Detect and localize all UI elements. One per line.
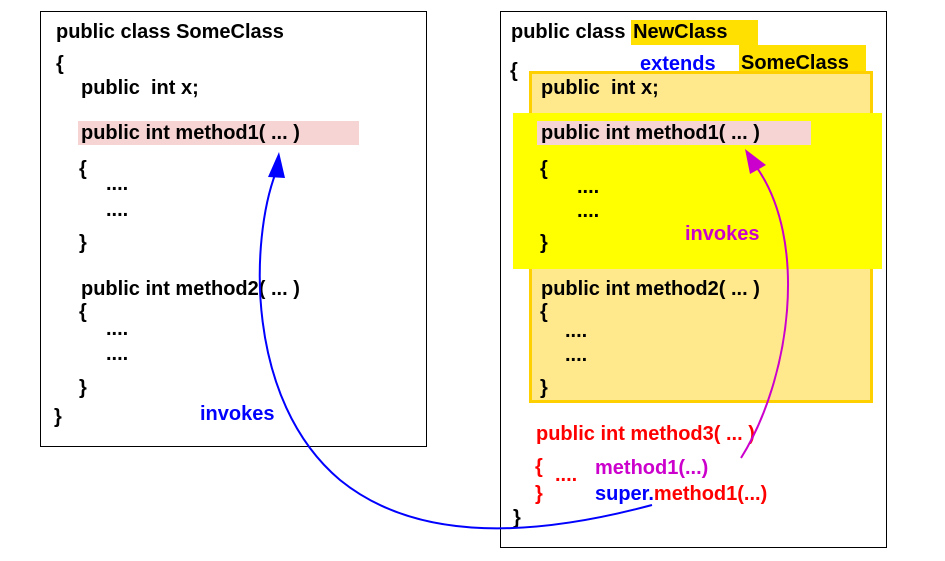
left-method1-signature: public int method1( ... ) xyxy=(78,121,359,145)
left-method1-body1: .... xyxy=(106,173,129,195)
super-keyword: super. xyxy=(595,483,654,505)
right-method2-signature: public int method2( ... ) xyxy=(541,278,760,300)
method3-call-super: super.method1(...) xyxy=(595,482,767,506)
left-method2-body1: .... xyxy=(106,318,129,340)
right-method2-body2: .... xyxy=(565,344,588,366)
right-method2-open: { xyxy=(540,301,548,323)
right-field: public int x; xyxy=(541,77,659,99)
parent-class-name: SomeClass xyxy=(739,45,866,75)
right-method1-signature: public int method1( ... ) xyxy=(537,121,811,145)
magenta-invoke-arrow xyxy=(740,164,790,459)
right-class-name: NewClass xyxy=(631,20,759,45)
left-method2-close: } xyxy=(79,377,87,399)
left-close-brace: } xyxy=(54,406,62,428)
extends-keyword: extends xyxy=(640,53,716,75)
left-method1-close: } xyxy=(79,232,87,254)
blue-arrowhead xyxy=(268,152,285,178)
method3-call-local: method1(...) xyxy=(595,457,709,479)
invokes-label-magenta: invokes xyxy=(685,223,760,245)
left-method2-body2: .... xyxy=(106,343,129,365)
right-method1-close: } xyxy=(540,232,548,254)
method3-dots: .... xyxy=(555,464,578,486)
left-method2-open: { xyxy=(79,301,87,323)
left-header-prefix: public class xyxy=(56,21,177,43)
right-header-prefix: public class xyxy=(511,21,632,43)
left-open-brace: { xyxy=(56,53,64,75)
super-method1-call: method1(...) xyxy=(653,483,768,505)
method3-signature: public int method3( ... ) xyxy=(536,423,755,445)
right-method1-body2: .... xyxy=(577,200,600,222)
left-class-box xyxy=(40,11,427,447)
blue-invoke-arrow xyxy=(258,171,653,530)
invokes-label-blue: invokes xyxy=(200,403,275,425)
right-method2-close: } xyxy=(540,377,548,399)
left-method1-body2: .... xyxy=(106,199,129,221)
left-method2-signature: public int method2( ... ) xyxy=(81,278,300,300)
left-method1-open: { xyxy=(79,158,87,180)
magenta-arrowhead xyxy=(745,149,766,174)
left-field: public int x; xyxy=(81,77,199,99)
method3-close: } xyxy=(535,483,543,505)
method3-open: { xyxy=(535,456,543,478)
left-class-header: public class SomeClass xyxy=(56,20,284,44)
right-class-header: public class NewClass xyxy=(511,20,759,45)
right-method1-body1: .... xyxy=(577,176,600,198)
right-method1-open: { xyxy=(540,158,548,180)
left-class-name: SomeClass xyxy=(176,21,284,43)
right-open-brace: { xyxy=(510,60,518,82)
right-close-brace: } xyxy=(513,507,521,529)
right-method2-body1: .... xyxy=(565,320,588,342)
